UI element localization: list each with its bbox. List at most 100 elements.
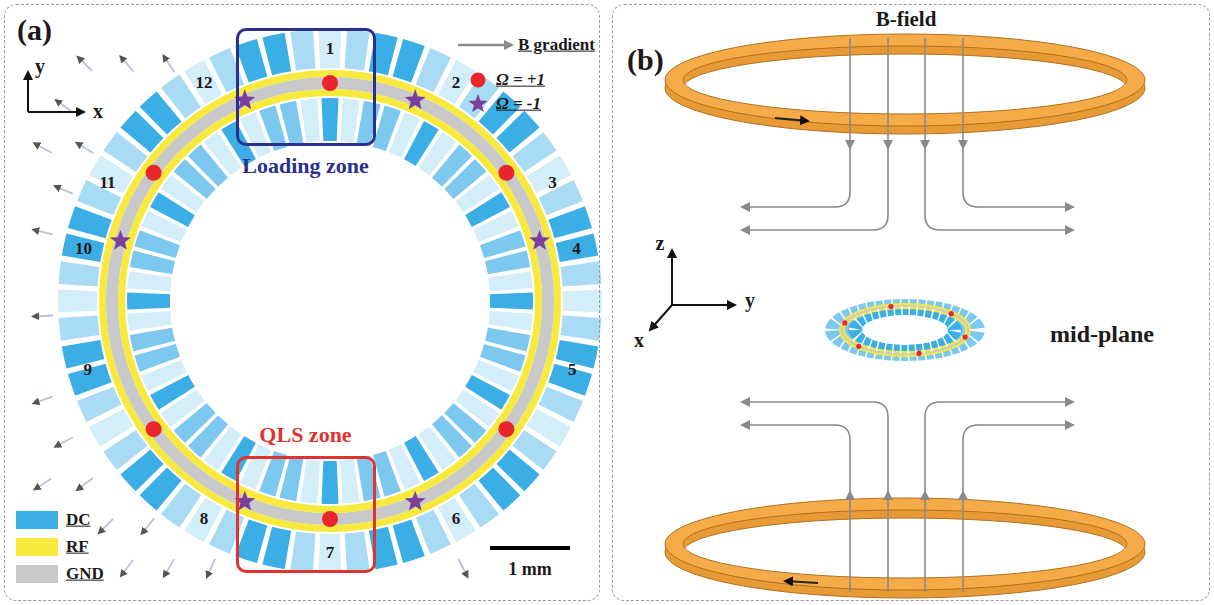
gradient-arrow (77, 478, 93, 490)
axis-label: x (93, 100, 103, 122)
dc-electrode (59, 316, 100, 341)
ion-plus (888, 304, 893, 309)
panel-frame: (a)Loading zoneQLS zone (4, 4, 600, 601)
dc-electrode (488, 271, 532, 291)
electrode-number: 6 (452, 510, 461, 529)
dc-electrode (235, 39, 267, 83)
ion-plus (949, 311, 954, 316)
legend-text: Ω = +1 (496, 71, 545, 90)
field-label: B-field (876, 8, 937, 31)
gradient-arrow (77, 143, 94, 154)
plane-label: mid-plane (1050, 321, 1154, 347)
electrode-number: 7 (326, 544, 335, 563)
dc-electrode (488, 311, 532, 331)
ion-plus (916, 351, 921, 356)
ion-plus (856, 344, 861, 349)
dc-electrode (563, 290, 602, 313)
panel-frame: (b) (612, 4, 1210, 601)
axis-arrow (650, 305, 672, 330)
ion-plus (842, 320, 847, 325)
dc-electrode (322, 461, 339, 504)
electrode-number: 12 (196, 73, 213, 92)
dc-electrode (300, 459, 320, 503)
ion-minus (405, 491, 426, 511)
coil (665, 498, 1145, 598)
dc-electrode (127, 311, 171, 331)
ion-plus (322, 511, 338, 527)
dc-electrode (127, 271, 171, 291)
dc-electrode (300, 98, 320, 142)
gradient-arrow (164, 559, 174, 576)
rf-rail (122, 93, 539, 510)
gradient-arrow (34, 143, 52, 152)
gradient-arrow (56, 100, 72, 112)
gradient-arrow (207, 559, 215, 577)
zone-box: Loading zone (236, 28, 376, 146)
dc-electrode (322, 98, 339, 141)
dc-electrode (62, 233, 105, 262)
axis-arrow (672, 304, 735, 306)
dc-electrode (290, 532, 315, 573)
axis-arrow (671, 250, 673, 305)
star-sample (469, 94, 488, 112)
gradient-sample (458, 44, 512, 47)
dot-sample (471, 73, 486, 88)
electrode-number: 10 (75, 239, 92, 258)
axis-label: y (745, 289, 755, 311)
dc-electrode (357, 456, 381, 501)
dc-electrode (490, 293, 533, 310)
gnd-rail (112, 83, 548, 519)
legend-text: RF (66, 538, 89, 557)
zone-label: QLS zone (259, 423, 351, 447)
ion-plus (322, 75, 338, 91)
legend-text: GND (66, 565, 104, 584)
ion-plus (498, 421, 514, 437)
gradient-arrow (55, 437, 73, 446)
legend-text: DC (66, 511, 91, 530)
gradient-arrow (55, 186, 73, 194)
gradient-arrow (163, 56, 174, 73)
zone-box: QLS zone (236, 456, 376, 573)
gradient-arrow (121, 56, 134, 71)
electrode-number: 5 (568, 361, 577, 380)
gradient-arrow (34, 397, 53, 404)
axis-label: x (634, 329, 644, 351)
trap-ring (58, 29, 602, 573)
dc-electrode (290, 30, 315, 71)
legend-swatch (16, 538, 58, 556)
dc-electrode (280, 101, 304, 146)
dc-electrode (485, 251, 530, 275)
gradient-arrow (99, 519, 113, 533)
gradient-arrow (33, 316, 53, 317)
axis-label: y (35, 55, 45, 77)
dc-electrode (58, 290, 97, 313)
legend-swatch (16, 511, 58, 529)
ion-minus (405, 89, 426, 109)
gradient-arrow (459, 559, 468, 577)
dc-electrode (556, 233, 599, 262)
dc-electrode (561, 261, 602, 286)
dc-electrode (319, 29, 342, 68)
ion-plus (146, 421, 162, 437)
electrode-number: 1 (326, 40, 335, 59)
coil (665, 34, 1145, 134)
scale-bar (490, 546, 570, 550)
axis-label: z (656, 232, 665, 254)
dc-electrode (345, 30, 370, 71)
gradient-arrow (78, 57, 92, 71)
ion-minus (529, 230, 550, 250)
legend-text: B gradient (518, 36, 595, 55)
dc-electrode (561, 316, 602, 341)
dc-electrode (130, 328, 175, 352)
gradient-arrow (142, 518, 155, 534)
rf-rail (103, 74, 558, 529)
ion-minus (110, 230, 131, 250)
axis-arrow (28, 111, 84, 113)
field-heads (845, 140, 968, 500)
dc-electrode (319, 534, 342, 573)
scale-label: 1 mm (508, 560, 552, 580)
dc-electrode (59, 261, 100, 286)
axis-arrow (27, 72, 29, 112)
electrode-number: 9 (84, 361, 93, 380)
